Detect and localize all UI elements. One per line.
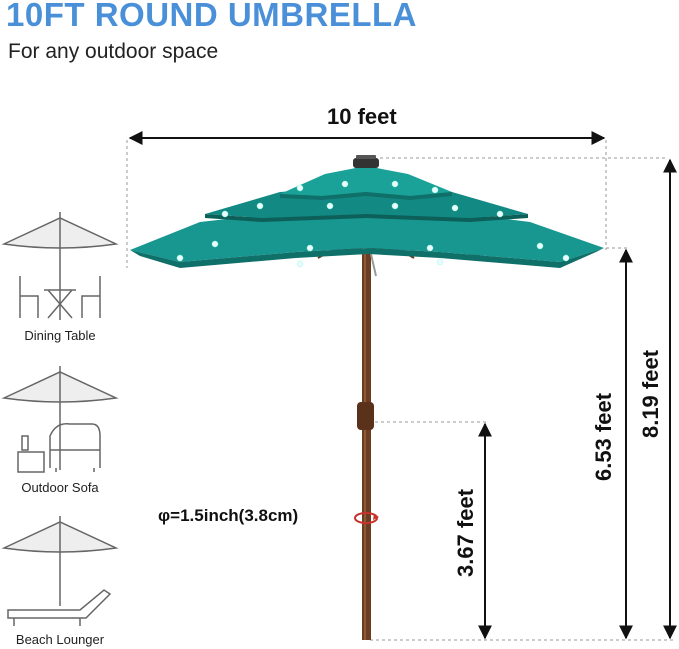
pole-diameter-label: φ=1.5inch(3.8cm) <box>158 506 299 525</box>
width-label: 10 feet <box>327 104 397 129</box>
beach-lounger-scene <box>1 516 119 626</box>
page-title: 10FT ROUND UMBRELLA <box>6 0 417 33</box>
usage-label-outdoor-sofa: Outdoor Sofa <box>21 480 99 495</box>
dining-table-scene <box>1 212 119 320</box>
canopy-edge-height-label: 6.53 feet <box>591 392 616 482</box>
width-dimension <box>126 131 607 268</box>
usage-label-beach-lounger: Beach Lounger <box>15 632 105 647</box>
umbrella-canopy <box>130 155 604 268</box>
umbrella-pole <box>357 250 377 640</box>
height-dimensions <box>370 157 677 641</box>
page-subtitle: For any outdoor space <box>8 40 219 63</box>
rotation-arrow-icon <box>354 512 379 524</box>
usage-label-dining-table: Dining Table <box>24 328 96 343</box>
crank-height-label: 3.67 feet <box>453 488 478 578</box>
total-height-label: 8.19 feet <box>638 349 663 439</box>
outdoor-sofa-scene <box>1 366 119 473</box>
